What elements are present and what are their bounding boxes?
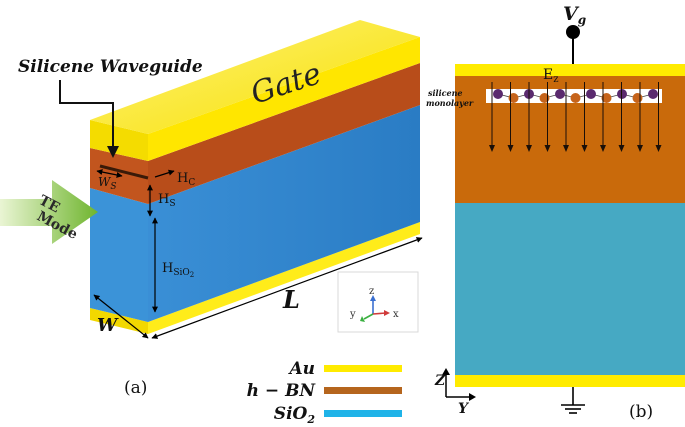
bottom-au-layer-2d [455,375,685,387]
axis-y-label: Y [458,401,470,417]
silicene-atom [632,93,643,103]
legend-hbn-label: h − BN [247,381,317,401]
silicene-atom [648,89,658,99]
field-arrowhead [600,145,606,152]
title-pointer-arrowhead [107,146,119,158]
field-arrowhead [507,145,514,152]
field-arrowhead [637,145,643,152]
axes-inset-box [337,271,419,333]
width-label: W [97,315,119,336]
field-arrowhead [563,145,569,152]
ws-dimension-arrow [96,169,123,178]
gate-voltage-label: Vg [563,3,586,27]
monolayer-label-1: silicene [428,88,463,98]
legend-sio2-swatch [324,410,402,417]
silicene-atom [586,89,596,99]
gate-block [90,20,420,161]
axis-z-label: Z [434,373,446,389]
field-arrowhead [526,145,532,152]
field-arrowhead [618,145,625,152]
x-axis-line [372,312,387,315]
field-arrowhead [489,145,495,152]
silicene-atom [555,89,565,99]
electric-field-arrows [489,82,662,152]
axes-inset: z y x [337,271,419,333]
inset-z-label: z [369,286,374,297]
te-mode-arrow: TE Mode [0,180,98,244]
hc-label: HC [177,171,195,188]
hc-dimension-arrow [154,169,175,178]
field-arrowhead [544,145,551,152]
field-arrowhead [655,145,662,152]
length-label: L [282,285,300,314]
legend-au-label: Au [287,359,315,379]
caption-b: (b) [629,402,653,422]
length-dimension-arrow [151,237,423,339]
ws-label: WS [98,175,117,192]
sio2-layer-2d [455,203,685,375]
silicene-atom [601,93,612,103]
field-label: Ez [543,67,559,85]
legend-sio2-label: SiO2 [274,404,316,426]
silicene-atom [493,89,503,99]
legend-hbn-swatch [324,387,402,394]
top-gate-layer [455,64,685,76]
silicene-atom [570,93,581,103]
inset-x-label: x [393,309,399,320]
monolayer-label-2: monolayer [426,98,474,108]
hs-label: HS [158,192,176,209]
y-axis-line [363,313,374,320]
caption-a: (a) [124,378,147,398]
field-arrowhead [581,145,588,152]
inset-y-label: y [349,309,356,320]
material-legend: Au h − BN SiO2 [247,359,402,426]
panel-b-axes: Z Y [434,368,476,417]
title-pointer-line [59,80,114,150]
width-dimension-arrow [93,294,149,339]
silicene-strip [99,164,149,180]
legend-au-swatch [324,365,402,372]
panel-b: Vg Ez silicene monolayer Z Y [426,3,685,422]
silicene-waveguide-title: Silicene Waveguide [18,57,203,77]
panel-a: Gate Silicene Waveguide TE Mode WS HC HS… [0,20,423,398]
ground-icon [561,404,585,414]
